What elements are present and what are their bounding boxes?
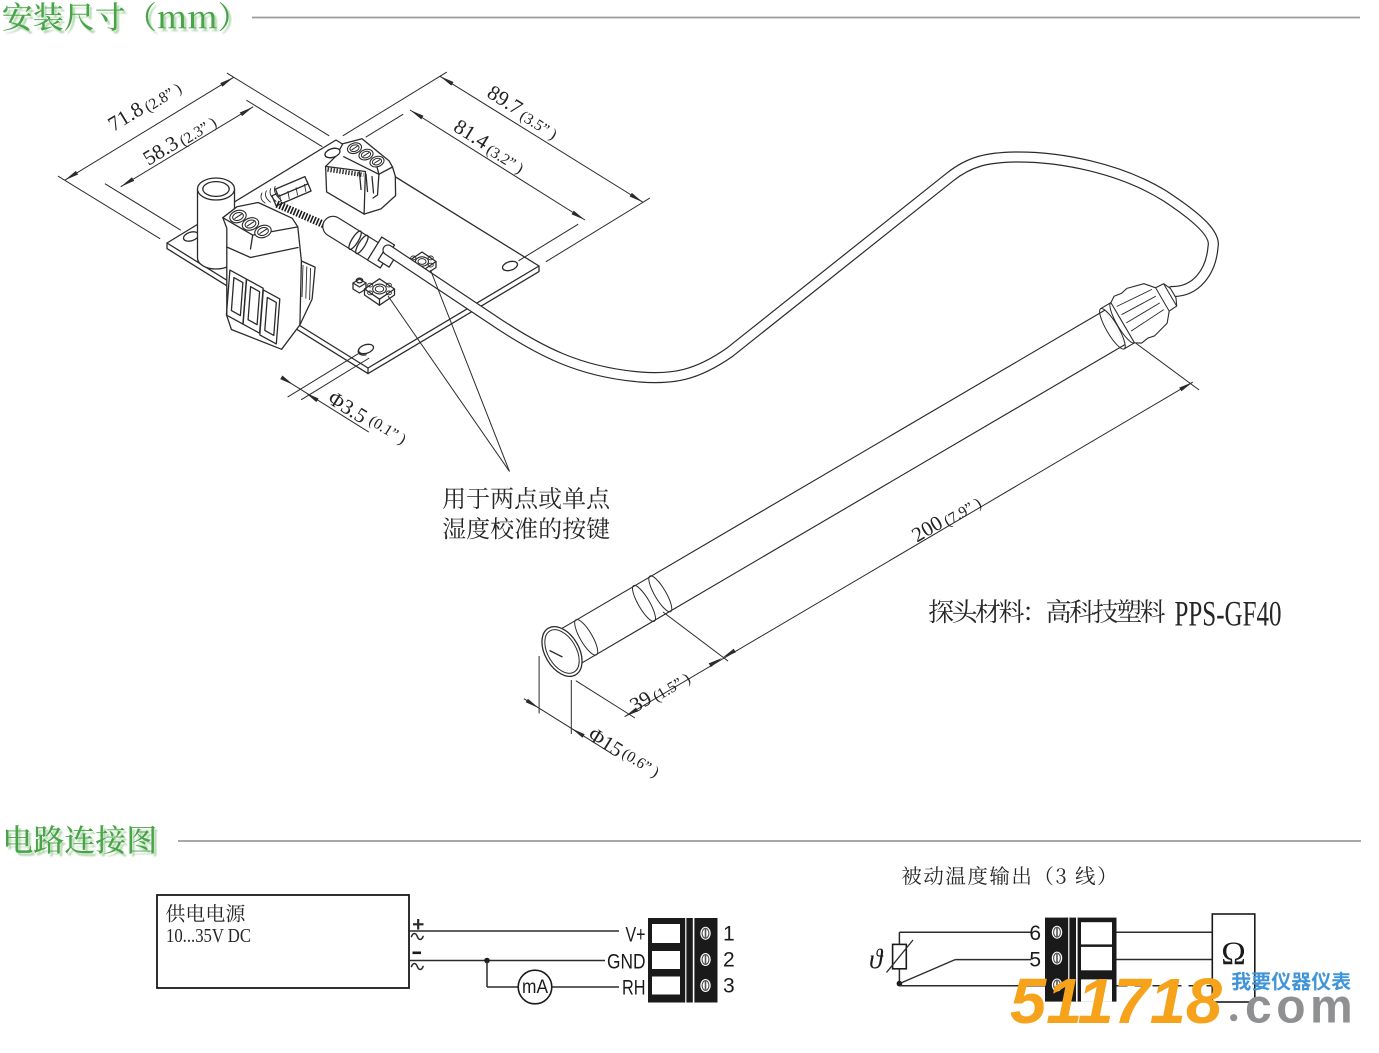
svg-text:5: 5 <box>1029 949 1041 972</box>
svg-text:PPS-GF40: PPS-GF40 <box>1175 594 1282 634</box>
svg-text:10...35V DC: 10...35V DC <box>166 925 251 947</box>
svg-text:V+: V+ <box>626 924 646 947</box>
svg-text:mA: mA <box>522 977 548 998</box>
svg-text:511718: 511718 <box>1010 965 1222 1037</box>
svg-text:ϑ: ϑ <box>869 944 884 974</box>
svg-text:1: 1 <box>723 923 735 946</box>
svg-text:GND: GND <box>607 951 646 974</box>
svg-text:2: 2 <box>723 949 735 972</box>
svg-text:Ω: Ω <box>1221 936 1246 972</box>
svg-text:6: 6 <box>1029 922 1041 945</box>
svg-text:3: 3 <box>723 975 735 998</box>
svg-text:RH: RH <box>622 977 646 1000</box>
